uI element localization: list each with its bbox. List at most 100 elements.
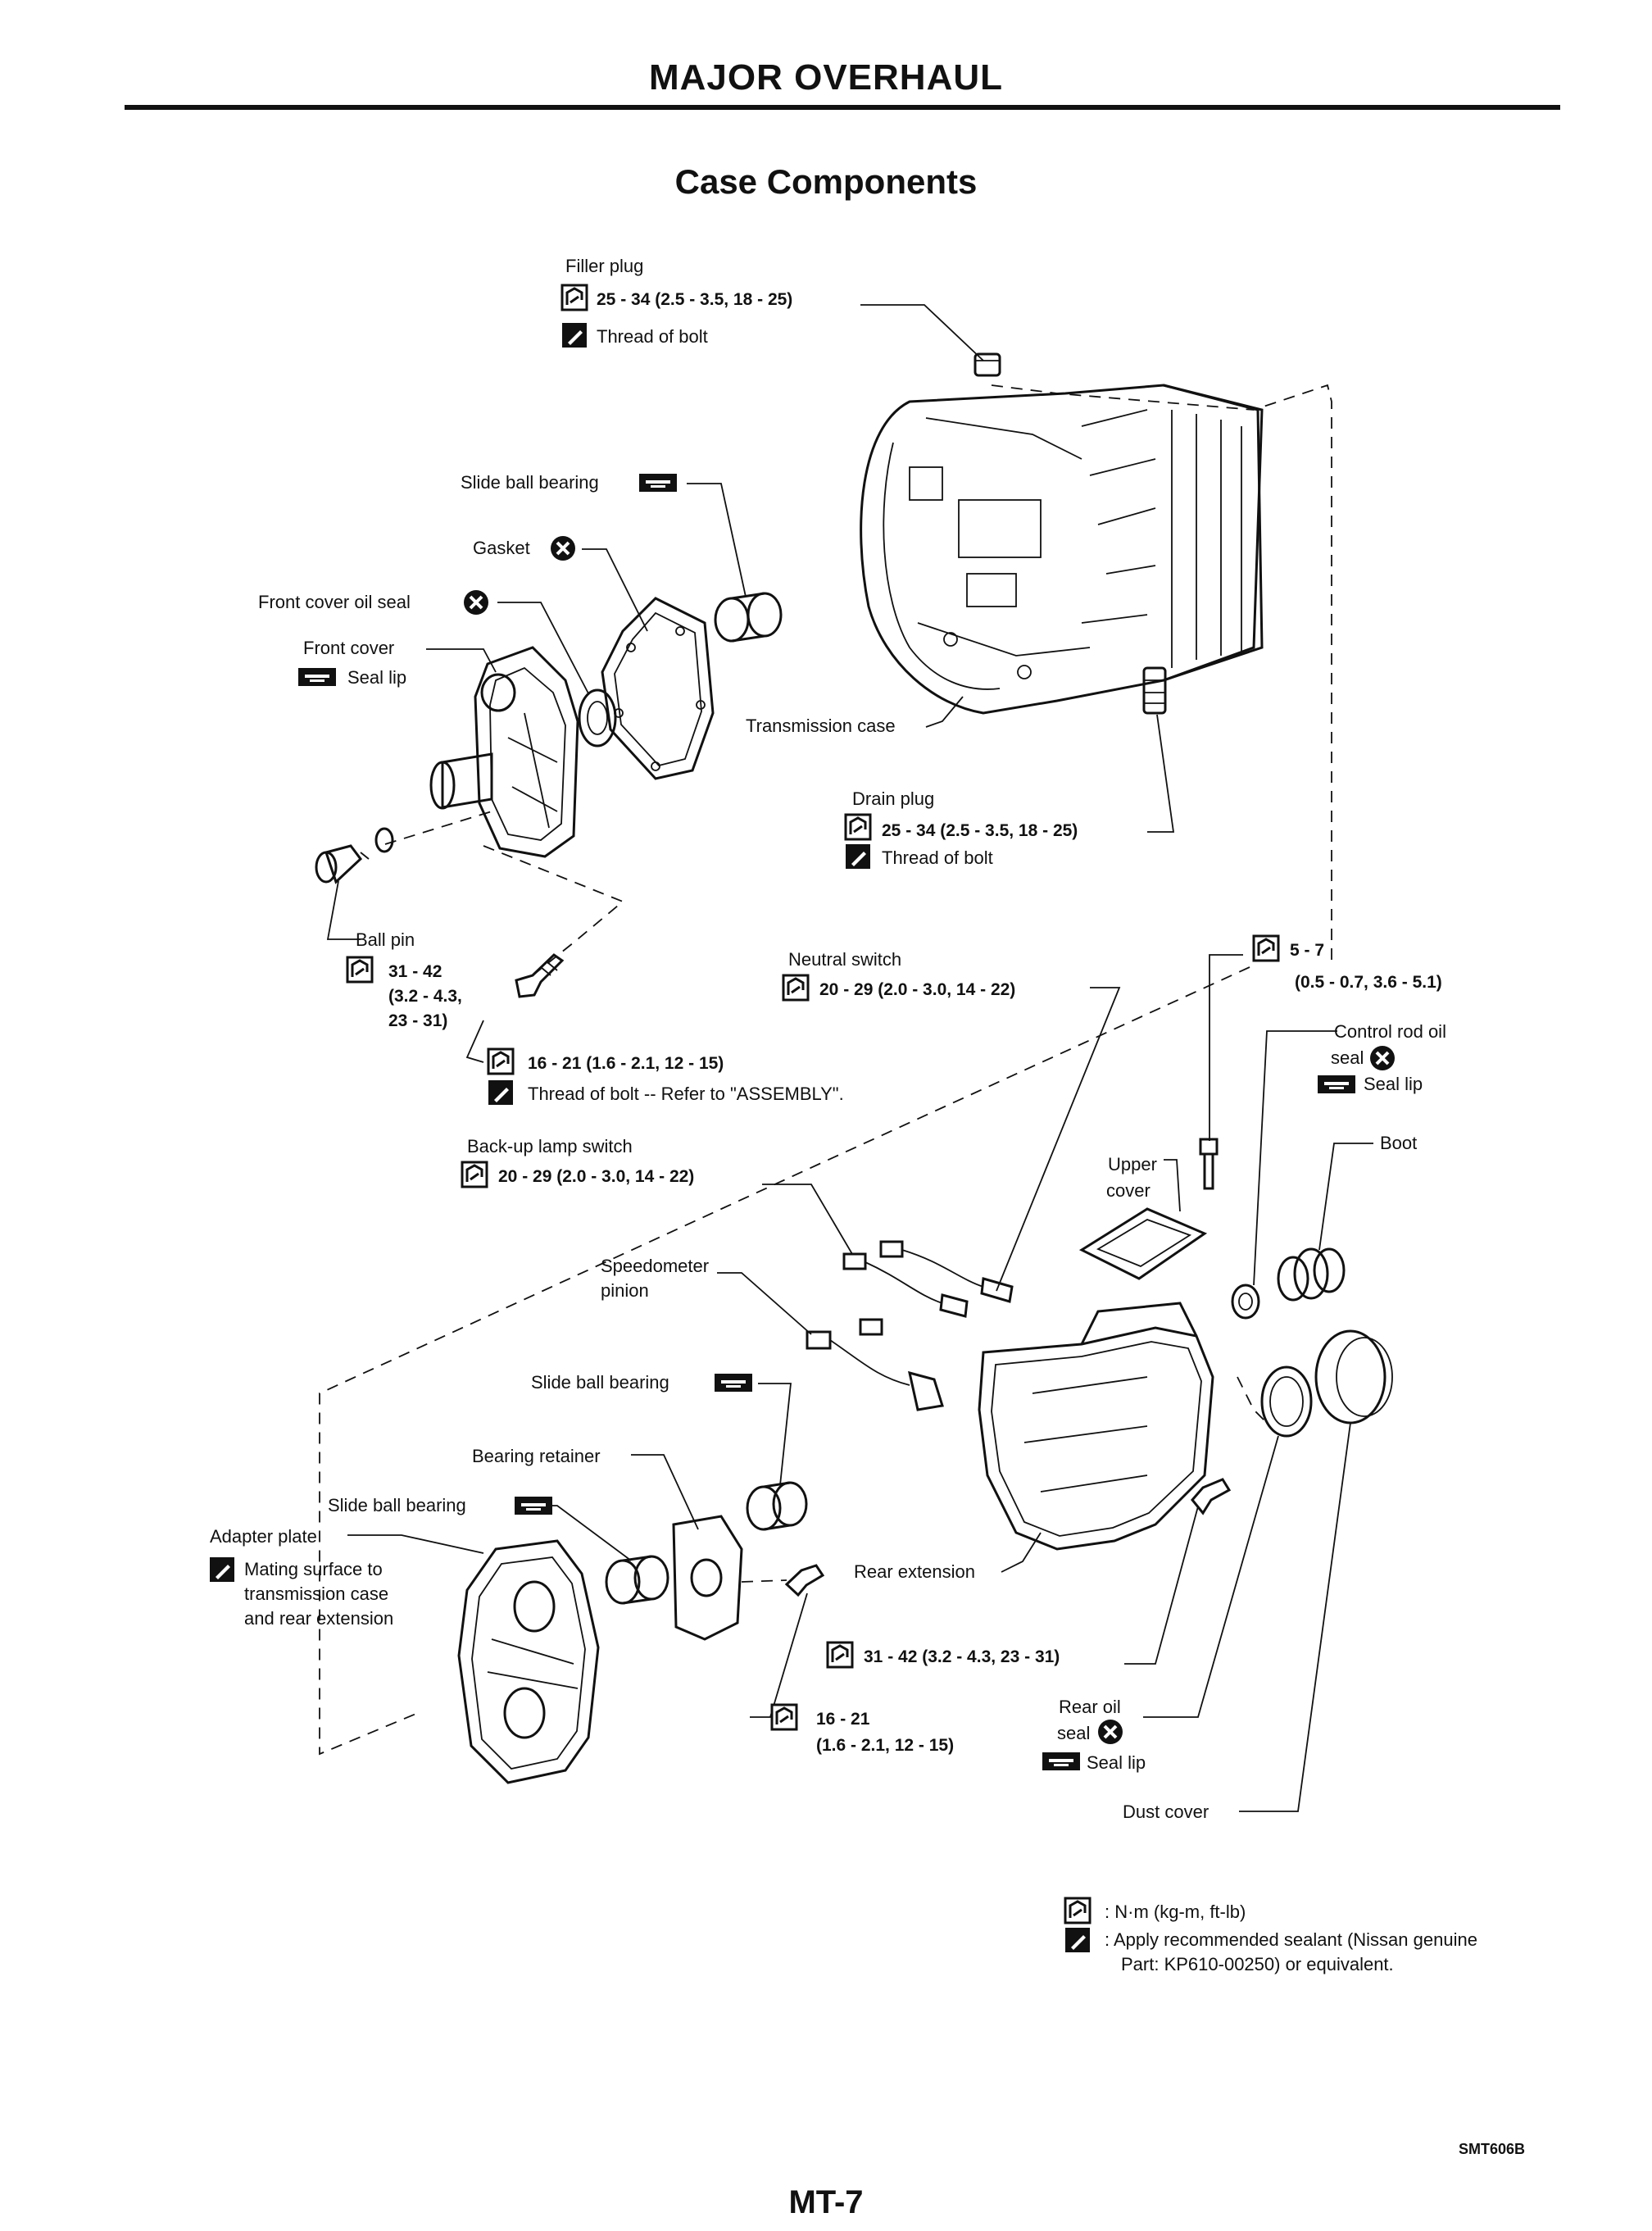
- front-cover-bolt: [515, 953, 565, 998]
- grease-icon: [715, 1374, 752, 1392]
- adapter-sealant-line-1: Mating surface to: [244, 1559, 383, 1579]
- transmission-case: [860, 384, 1264, 715]
- speedometer-pinion-callout: Speedometer pinion: [601, 1256, 709, 1301]
- adapter-plate-callout: Adapter plate Mating surface to transmis…: [210, 1526, 393, 1629]
- front-cover-oil-seal-label: Front cover oil seal: [258, 592, 411, 612]
- transmission-case-label: Transmission case: [746, 716, 896, 736]
- ball-pin-callout: Ball pin 31 - 42 (3.2 - 4.3, 23 - 31): [346, 929, 462, 1030]
- replace-part-icon: [1368, 1044, 1396, 1072]
- replace-part-icon: [1096, 1718, 1124, 1746]
- assembly-axes: [319, 384, 1332, 1756]
- sealant-icon: [488, 1080, 513, 1105]
- rear-extension-callout: Rear extension: [854, 1561, 975, 1582]
- ball-pin-label: Ball pin: [356, 929, 415, 950]
- adapter-sealant-line-3: and rear extension: [244, 1608, 393, 1629]
- front-cover-seal-lip-label: Seal lip: [347, 667, 406, 688]
- slide-ball-bearing-low: [605, 1555, 669, 1605]
- upper-cover-torque-line-1: 5 - 7: [1290, 941, 1324, 960]
- page-number: MT-7: [788, 2184, 864, 2220]
- slide-ball-bearing-top-label: Slide ball bearing: [461, 472, 599, 493]
- filler-plug-callout: Filler plug 25 - 34 (2.5 - 3.5, 18 - 25)…: [560, 256, 792, 348]
- rear-extension-label: Rear extension: [854, 1561, 975, 1582]
- torque-icon: [770, 1703, 798, 1731]
- upper-cover: [1078, 1207, 1208, 1280]
- rear-extension: [978, 1302, 1214, 1551]
- slide-ball-bearing-low-label: Slide ball bearing: [328, 1495, 466, 1515]
- retainer-bolt: [784, 1564, 825, 1597]
- retainer-bolt-callout: 16 - 21 (1.6 - 2.1, 12 - 15): [770, 1703, 954, 1755]
- slide-ball-bearing-top-callout: Slide ball bearing: [461, 472, 677, 493]
- upper-cover-bolt: [1199, 1138, 1219, 1190]
- backup-torque-label: 20 - 29 (2.0 - 3.0, 14 - 22): [498, 1167, 694, 1186]
- slide-ball-bearing-mid-callout: Slide ball bearing: [531, 1372, 752, 1393]
- torque-icon: [1252, 934, 1280, 962]
- filler-sealant-label: Thread of bolt: [597, 326, 708, 347]
- filler-torque-label: 25 - 34 (2.5 - 3.5, 18 - 25): [597, 290, 792, 309]
- upper-cover-label-1: Upper: [1108, 1154, 1157, 1175]
- bearing-retainer-label: Bearing retainer: [472, 1446, 601, 1466]
- backup-lamp-switch-label: Back-up lamp switch: [467, 1136, 633, 1156]
- figure-code: SMT606B: [1459, 2141, 1526, 2157]
- slide-ball-bearing-top: [714, 592, 783, 643]
- boot-callout: Boot: [1380, 1133, 1417, 1153]
- grease-icon: [639, 474, 677, 492]
- control-rod-seal-lip-label: Seal lip: [1364, 1074, 1423, 1094]
- sealant-icon: [562, 323, 587, 348]
- ball-pin-torque-line-2: (3.2 - 4.3,: [388, 987, 462, 1006]
- legend-torque-units: : N·m (kg-m, ft-lb): [1105, 1902, 1246, 1922]
- legend-sealant-line-2: Part: KP610-00250) or equivalent.: [1121, 1954, 1394, 1974]
- torque-icon: [487, 1047, 515, 1075]
- torque-icon: [1064, 1897, 1092, 1924]
- gasket-callout: Gasket: [473, 534, 577, 562]
- upper-cover-callout: Upper cover: [1106, 1154, 1157, 1201]
- transmission-case-callout: Transmission case: [746, 716, 896, 736]
- ball-pin-torque-line-1: 31 - 42: [388, 962, 442, 981]
- control-rod-oil-seal-callout: Control rod oil seal Seal lip: [1318, 1021, 1446, 1094]
- boot-label: Boot: [1380, 1133, 1417, 1153]
- gasket: [601, 597, 715, 780]
- rear-oil-seal-label-1: Rear oil: [1059, 1697, 1121, 1717]
- page-header-title: MAJOR OVERHAUL: [648, 57, 1004, 98]
- torque-icon: [826, 1641, 854, 1669]
- section-title: Case Components: [674, 162, 978, 201]
- grease-icon: [298, 668, 336, 686]
- bearing-retainer: [672, 1515, 743, 1641]
- slide-ball-bearing-low-callout: Slide ball bearing: [328, 1495, 552, 1515]
- rear-extension-bolt-callout: 31 - 42 (3.2 - 4.3, 23 - 31): [826, 1641, 1060, 1669]
- bearing-retainer-callout: Bearing retainer: [472, 1446, 601, 1466]
- adapter-sealant-line-2: transmission case: [244, 1584, 388, 1604]
- bolt-torque-label: 16 - 21 (1.6 - 2.1, 12 - 15): [528, 1054, 724, 1073]
- sealant-icon: [846, 844, 870, 869]
- speedometer-pinion-label-1: Speedometer: [601, 1256, 709, 1276]
- neutral-torque-label: 20 - 29 (2.0 - 3.0, 14 - 22): [819, 980, 1015, 999]
- front-cover: [429, 646, 579, 858]
- sealant-icon: [1065, 1928, 1090, 1952]
- control-rod-oil-seal: [1231, 1284, 1260, 1320]
- grease-icon: [1318, 1075, 1355, 1093]
- adapter-plate: [457, 1539, 600, 1784]
- retainer-torque-line-2: (1.6 - 2.1, 12 - 15): [816, 1736, 954, 1755]
- ball-pin-torque-line-3: 23 - 31): [388, 1011, 447, 1030]
- dust-cover-label: Dust cover: [1123, 1802, 1209, 1822]
- drain-plug-label: Drain plug: [852, 788, 934, 809]
- ball-pin: [315, 827, 394, 884]
- gasket-label: Gasket: [473, 538, 530, 558]
- grease-icon: [1042, 1752, 1080, 1770]
- leader-lines: [326, 304, 1373, 1812]
- rear-oil-seal: [1260, 1365, 1313, 1438]
- rear-seal-lip-label: Seal lip: [1087, 1752, 1146, 1773]
- legend-sealant-line-1: : Apply recommended sealant (Nissan genu…: [1105, 1929, 1477, 1950]
- filler-plug-label: Filler plug: [565, 256, 643, 276]
- retainer-torque-line-1: 16 - 21: [816, 1710, 870, 1729]
- replace-part-icon: [549, 534, 577, 562]
- slide-ball-bearing-mid-label: Slide ball bearing: [531, 1372, 669, 1393]
- bolt-sealant-label: Thread of bolt -- Refer to "ASSEMBLY".: [528, 1084, 844, 1104]
- rear-torque-label: 31 - 42 (3.2 - 4.3, 23 - 31): [864, 1647, 1060, 1666]
- boot: [1277, 1247, 1346, 1302]
- neutral-switch: [879, 1240, 1014, 1303]
- control-rod-oil-seal-label-1: Control rod oil: [1334, 1021, 1446, 1042]
- backup-lamp-switch: [842, 1252, 969, 1318]
- front-cover-label: Front cover: [303, 638, 394, 658]
- drain-plug: [1142, 666, 1167, 715]
